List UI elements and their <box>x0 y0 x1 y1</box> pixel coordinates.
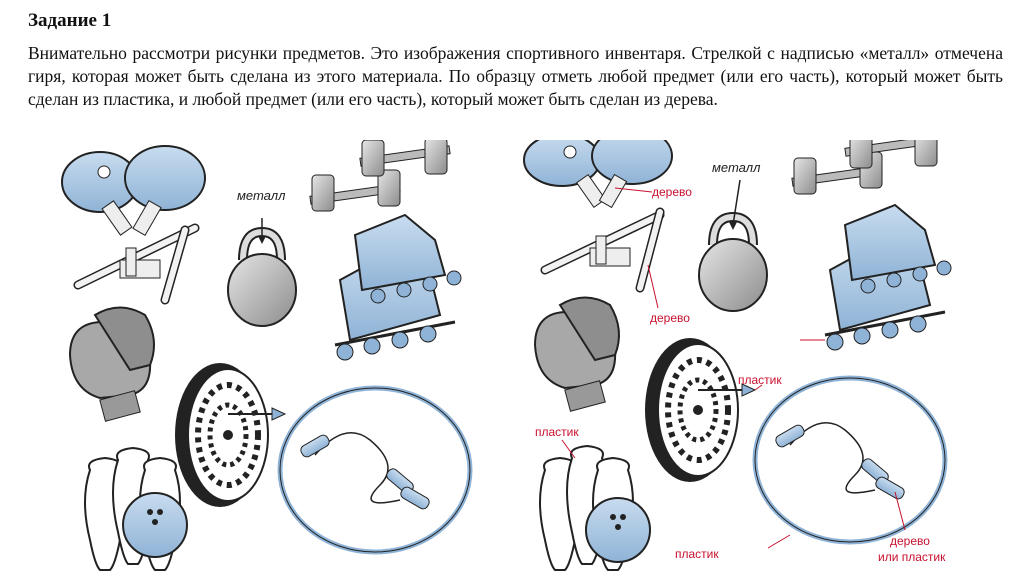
kettlebell-icon <box>227 218 297 327</box>
ping-pong-paddles-icon <box>523 140 673 209</box>
plastic-label-darts: пластик <box>738 373 782 387</box>
task-title: Задание 1 <box>28 10 112 31</box>
wooden-sticks-icon <box>73 223 200 305</box>
boxing-gloves-icon <box>533 296 620 412</box>
plastic-label-pins: пластик <box>535 425 579 439</box>
left-illustration-panel: металл <box>0 140 510 574</box>
dumbbells-icon <box>791 140 938 195</box>
metal-label: металл <box>237 188 286 203</box>
task-instructions: Внимательно рассмотри рисунки предметов.… <box>28 43 1003 109</box>
roller-skates-icon <box>800 203 952 351</box>
right-illustration-panel: дерево дерево металл <box>500 140 1010 574</box>
wood-label-stick: дерево <box>650 311 690 325</box>
dartboard-icon <box>175 363 287 507</box>
wood-or-plastic-label-line2: или пластик <box>878 550 946 564</box>
bowling-ball-icon <box>585 497 651 563</box>
wood-label-paddle: дерево <box>652 185 692 199</box>
plastic-label-hoop: пластик <box>675 547 719 561</box>
wooden-sticks-icon <box>540 207 665 309</box>
dumbbells-icon <box>309 140 451 212</box>
hoop-and-jump-rope-icon <box>277 385 473 555</box>
roller-skates-icon <box>334 213 462 361</box>
metal-label: металл <box>712 160 761 175</box>
kettlebell-icon <box>698 179 768 312</box>
wood-or-plastic-label-line1: дерево <box>890 534 930 548</box>
dartboard-icon <box>645 338 763 482</box>
ping-pong-paddles-icon <box>61 145 206 237</box>
hoop-and-jump-rope-icon <box>752 375 948 549</box>
boxing-gloves-icon <box>68 306 155 422</box>
bowling-ball-icon <box>122 492 188 558</box>
